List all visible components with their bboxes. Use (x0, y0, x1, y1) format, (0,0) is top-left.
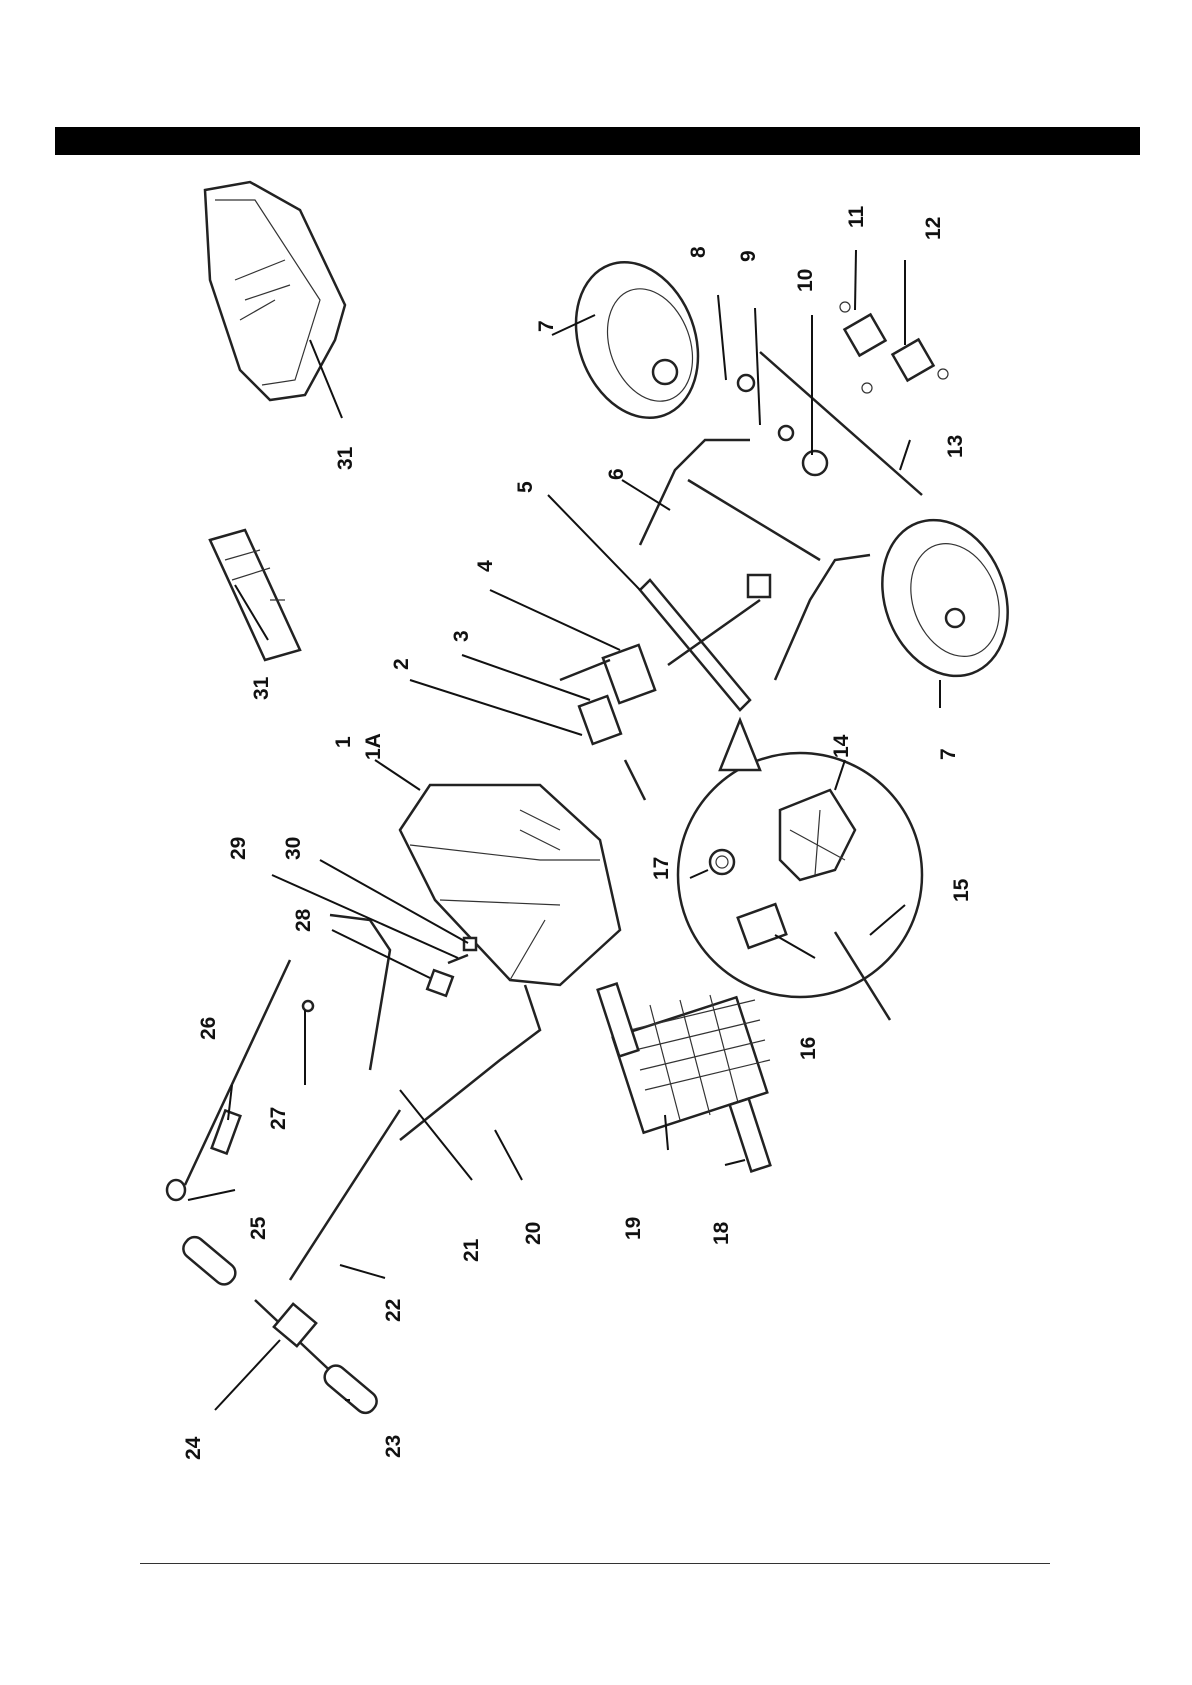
part-knob (167, 960, 313, 1200)
label-17: 17 (650, 857, 673, 880)
part-spreader-plate (640, 575, 770, 710)
label-15: 15 (950, 878, 973, 902)
label-8: 8 (687, 246, 710, 258)
label-30: 30 (282, 837, 305, 860)
part-hopper (400, 785, 620, 985)
label-12: 12 (922, 217, 945, 240)
label-31-top: 31 (334, 446, 357, 470)
label-19: 19 (622, 1217, 645, 1240)
part-wheel-top (555, 245, 719, 435)
label-10: 10 (794, 269, 817, 292)
part-gearbox (603, 645, 655, 703)
part-handle-21 (330, 915, 390, 1070)
label-14: 14 (830, 734, 853, 758)
part-handle-22 (290, 1110, 400, 1280)
label-11: 11 (845, 205, 868, 228)
label-4: 4 (474, 560, 497, 572)
part-axle (760, 352, 922, 495)
part-hub-10 (803, 451, 827, 475)
part-28 (427, 970, 453, 996)
part-washer-8 (738, 375, 754, 391)
footer-rule (140, 1563, 1050, 1564)
label-20: 20 (522, 1222, 545, 1245)
part-frame (640, 440, 870, 680)
part-29 (448, 955, 468, 963)
part-t-handle (179, 1233, 380, 1417)
label-16: 16 (797, 1037, 820, 1060)
label-26: 26 (197, 1017, 220, 1040)
label-21: 21 (460, 1238, 483, 1262)
label-7-bottom: 7 (937, 748, 960, 760)
part-wheel-bottom (861, 502, 1028, 693)
label-27: 27 (267, 1107, 290, 1130)
part-cover (205, 182, 345, 400)
label-28: 28 (292, 908, 315, 932)
label-22: 22 (382, 1299, 405, 1322)
label-18: 18 (710, 1221, 733, 1245)
label-6: 6 (605, 468, 628, 480)
label-1A-text: 1A (362, 733, 385, 760)
label-24: 24 (182, 1436, 205, 1460)
part-screen (598, 984, 771, 1172)
label-25: 25 (247, 1216, 270, 1240)
label-5: 5 (514, 481, 537, 493)
label-29: 29 (227, 837, 250, 860)
label-9: 9 (737, 250, 760, 262)
label-31-manual: 31 (250, 676, 273, 700)
label-23: 23 (382, 1435, 405, 1458)
label-1: 1 (332, 736, 355, 748)
label-2: 2 (390, 658, 413, 670)
label-13: 13 (944, 435, 967, 458)
label-7-top: 7 (535, 320, 558, 332)
part-30 (464, 938, 476, 950)
inset-circle (678, 720, 922, 1020)
label-3: 3 (450, 630, 473, 642)
part-clamps (840, 302, 948, 393)
part-manual (210, 530, 300, 660)
part-washer-9 (779, 426, 793, 440)
